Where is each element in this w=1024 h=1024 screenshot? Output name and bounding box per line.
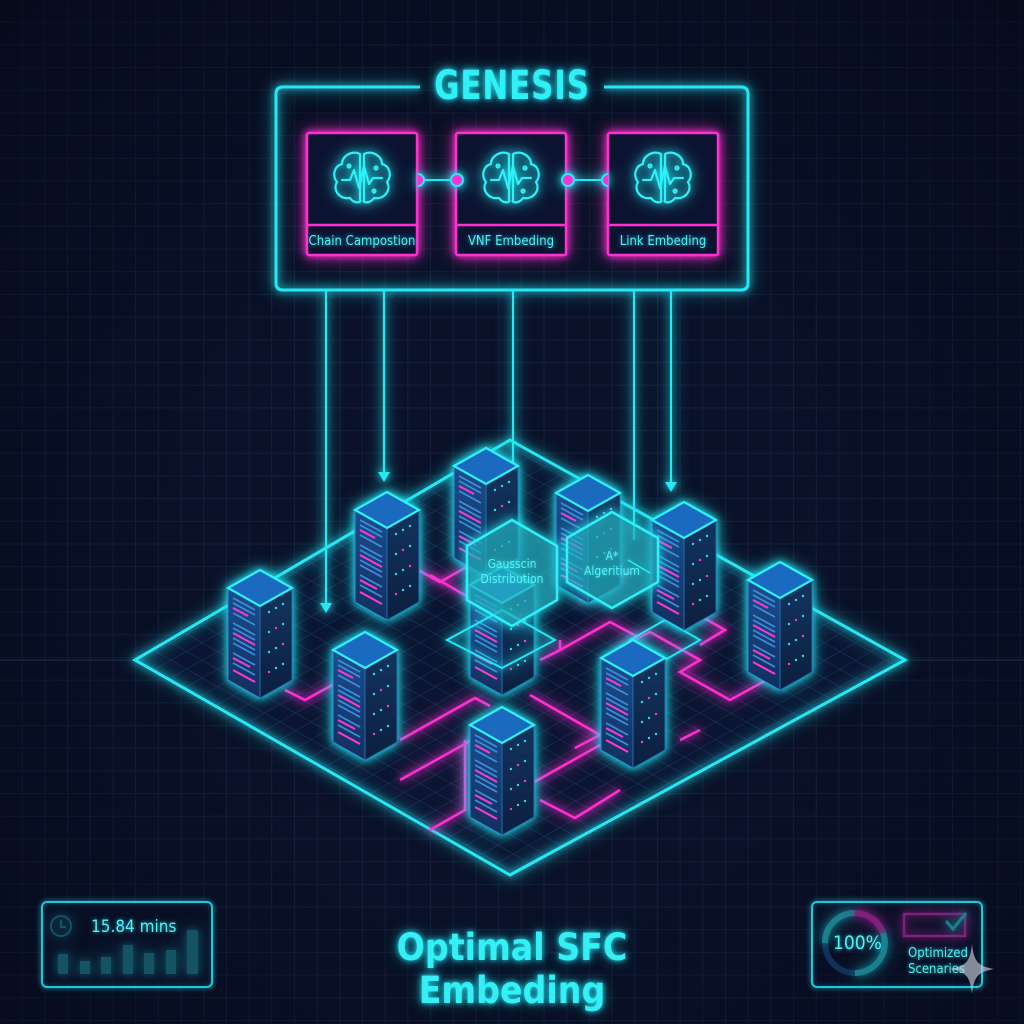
server-tower: [468, 705, 536, 837]
module-label-vnf-embedding: VNF Embeding: [467, 234, 555, 249]
brain-circuit-icon: [634, 151, 692, 204]
server-tower: [226, 568, 294, 700]
module-label-chain-composition: Chain Campostion: [308, 234, 416, 249]
server-tower: [353, 490, 421, 622]
module-connectors: [417, 173, 609, 187]
module-boxes: [305, 131, 720, 257]
server-tower: [650, 500, 718, 632]
server-tower: [331, 630, 399, 762]
time-value: 15.84 mins: [91, 917, 177, 937]
genesis-title: GENESIS: [432, 62, 592, 110]
hex-overlays: [465, 510, 660, 628]
percent-value: 100%: [833, 932, 882, 954]
brain-circuit-icon: [482, 151, 540, 204]
sparkle-icon: [950, 944, 994, 994]
server-tower: [599, 638, 667, 770]
time-stat-panel: 15.84 mins: [41, 901, 213, 988]
brain-circuit-icon: [333, 151, 391, 204]
footer-title: Optimal SFC Embeding: [396, 926, 628, 1012]
gaussian-distribution-label: Gaussсin Distribution: [480, 557, 544, 586]
server-tower: [746, 560, 814, 692]
genesis-frame: [274, 85, 750, 292]
module-label-link-embedding: Link Embeding: [619, 234, 707, 249]
a-star-algorithm-label: A* Algeritium: [584, 549, 640, 578]
optimized-stat-panel: [811, 901, 983, 988]
optimized-scenarios-label: Optimized Scenaries: [908, 946, 968, 977]
